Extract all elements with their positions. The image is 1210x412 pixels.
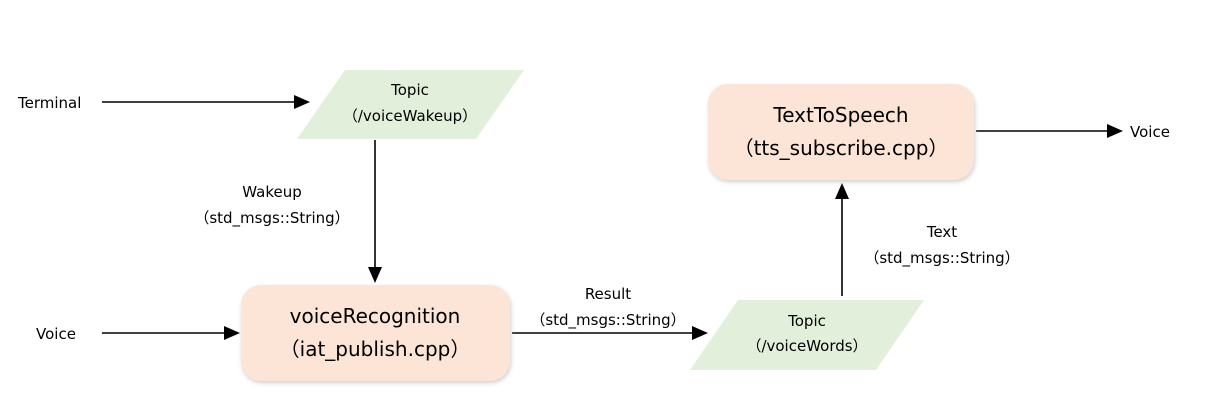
node-box: [708, 84, 974, 180]
topic-title: Topic: [390, 81, 429, 99]
node-name: voiceRecognition: [290, 304, 461, 328]
edge-label-result: Result （std_msgs::String）: [530, 285, 685, 330]
edge-voice-input-to-voice-recognition: [102, 326, 240, 340]
node-voice-recognition: voiceRecognition （iat_publish.cpp）: [241, 285, 510, 381]
topic-shape: [690, 300, 924, 370]
edge-label-text: Text （std_msgs::String）: [864, 223, 1019, 268]
voice-output-label: Voice: [1130, 123, 1170, 141]
edge-label-name: Result: [585, 285, 631, 303]
arrow-head: [1107, 124, 1123, 138]
edge-text-to-speech-to-voice-output: [976, 124, 1123, 138]
edge-label-type: （std_msgs::String）: [530, 311, 685, 330]
topic-voice-wakeup: Topic （/voiceWakeup）: [297, 70, 524, 139]
node-box: [241, 285, 510, 381]
topic-name: （/voiceWakeup）: [343, 107, 477, 125]
edge-voice-recognition-to-words-topic: [512, 326, 708, 340]
arrow-head: [835, 183, 849, 199]
topic-name: （/voiceWords）: [746, 337, 867, 355]
edge-label-name: Wakeup: [242, 183, 301, 201]
edge-label-type: （std_msgs::String）: [864, 249, 1019, 268]
edge-terminal-to-wakeup-topic: [102, 95, 310, 109]
node-file: （tts_subscribe.cpp）: [734, 136, 949, 160]
edge-wakeup-topic-to-voice-recognition: [368, 140, 382, 283]
edge-label-wakeup: Wakeup （std_msgs::String）: [194, 183, 349, 228]
arrow-head: [224, 326, 240, 340]
arrow-head: [368, 267, 382, 283]
topic-shape: [297, 70, 524, 139]
topic-title: Topic: [787, 312, 826, 330]
edge-words-topic-to-text-to-speech: [835, 183, 849, 296]
node-file: （iat_publish.cpp）: [280, 337, 471, 361]
voice-input-label: Voice: [36, 325, 76, 343]
topic-voice-words: Topic （/voiceWords）: [690, 300, 924, 370]
arrow-head: [294, 95, 310, 109]
terminal-input-label: Terminal: [17, 94, 81, 112]
arrow-head: [692, 326, 708, 340]
edge-label-type: （std_msgs::String）: [194, 209, 349, 228]
edge-label-name: Text: [926, 223, 957, 241]
node-text-to-speech: TextToSpeech （tts_subscribe.cpp）: [708, 84, 974, 180]
node-name: TextToSpeech: [772, 103, 908, 127]
